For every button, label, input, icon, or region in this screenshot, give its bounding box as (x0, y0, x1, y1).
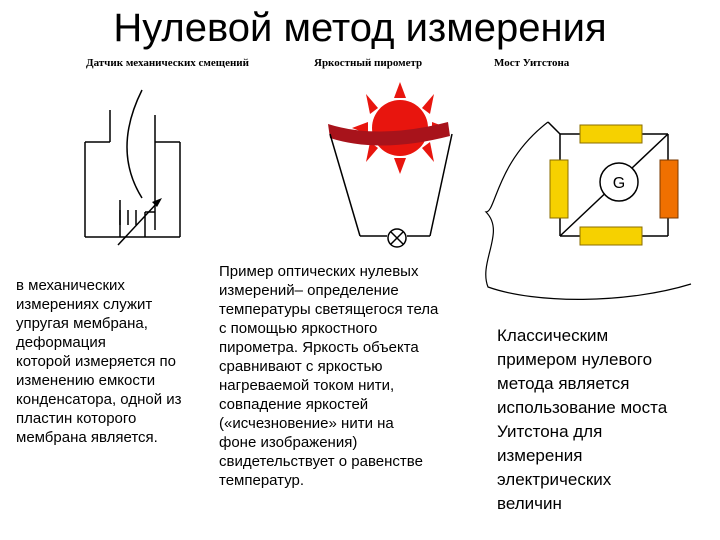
caption-displacement-sensor: Датчик механических смещений (86, 57, 249, 69)
capacitor-sensor-diagram (84, 89, 181, 246)
galvanometer-label: G (613, 175, 625, 192)
slide-title: Нулевой метод измерения (113, 6, 607, 50)
galvanometer-icon (599, 162, 639, 202)
text-displacement-sensor: в механических измерениях служит упругая… (16, 277, 182, 446)
caption-pyrometer: Яркостный пирометр (314, 57, 423, 69)
text-wheatstone-bridge: Классическим примером нулевого метода яв… (497, 326, 668, 513)
wheatstone-bridge-diagram: G (484, 121, 692, 300)
caption-wheatstone-bridge: Мост Уитстона (494, 57, 570, 69)
text-pyrometer: Пример оптических нулевых измерений– опр… (219, 263, 439, 489)
pyrometer-diagram (328, 82, 453, 248)
